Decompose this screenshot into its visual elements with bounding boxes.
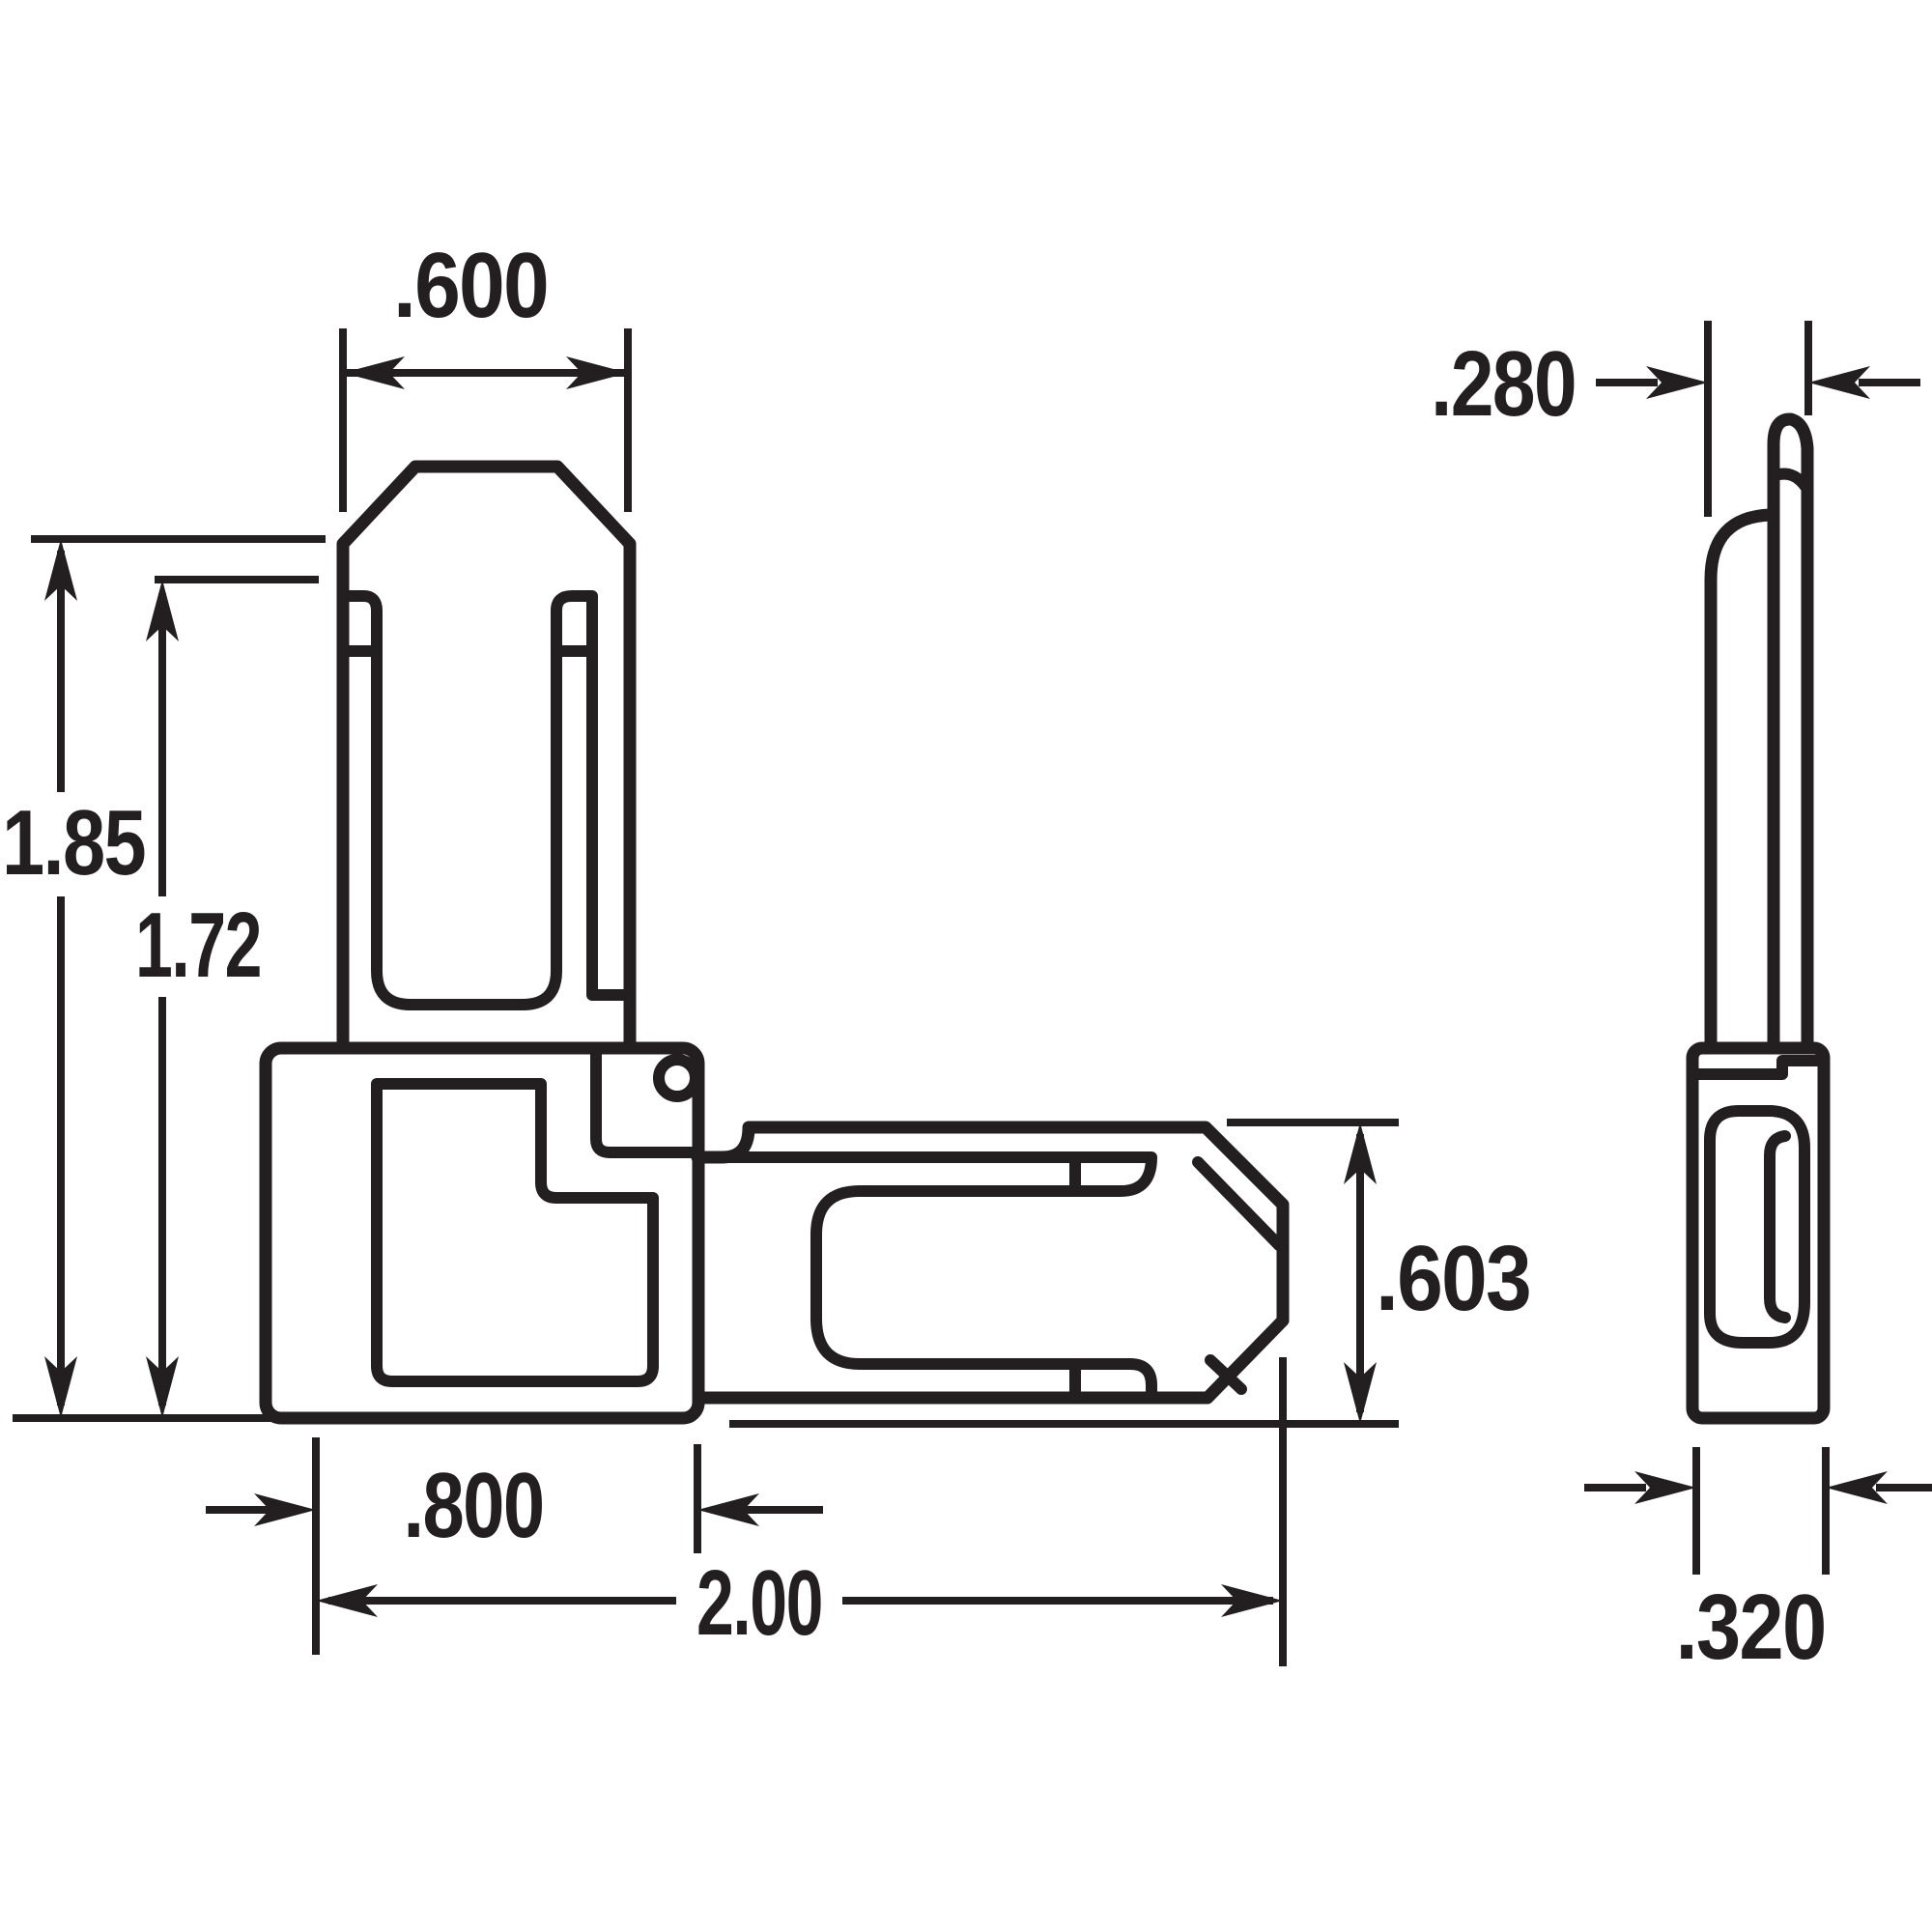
side-right-blade [1767,412,1814,1055]
dim-overall-width-label: 2.00 [696,1551,822,1655]
dim-base-thickness: .320 [1584,1447,1932,1679]
arrowhead-right-icon [254,1493,316,1526]
side-block-cartridge-inner-line [1764,1130,1791,1323]
corner-block-inner-window [371,1078,659,1387]
arrowhead-left-icon [697,1493,759,1526]
corner-block-hinge-boss [590,1042,703,1158]
front-view [259,460,1290,1425]
side-block-outline [1686,1041,1831,1425]
dim-top-width-label: .600 [393,234,548,337]
arrowhead-left-icon [1808,366,1870,399]
dim-overall-height-label: 1.85 [2,791,145,895]
horizontal-prong-bottom-tab [1069,1358,1157,1404]
dim-inner-height-label: 1.72 [135,894,261,997]
dim-base-width: .800 [206,1437,823,1655]
arrowhead-left-icon [343,356,405,389]
vertical-prong-slot [371,645,562,1010]
arrowhead-up-icon [44,539,77,601]
vertical-prong-channel-lines [586,645,636,1001]
horizontal-prong-tip-bottom-stub [1205,1354,1247,1395]
side-blade-tip-arc [1770,468,1812,494]
side-block-notch [1692,1055,1824,1080]
horizontal-prong-top-tab [1069,1151,1157,1197]
arrowhead-up-icon [1344,1122,1377,1184]
dim-base-width-label: .800 [404,1454,544,1557]
horizontal-prong-tip-top-stub [1192,1156,1285,1251]
arrowhead-right-icon [1221,1584,1283,1617]
dim-inner-height: 1.72 [135,576,319,1418]
corner-block-outline [259,1041,705,1425]
dim-top-width: .600 [339,234,632,512]
arrowhead-left-icon [1826,1471,1888,1504]
dim-arm-height-label: .603 [1376,1227,1530,1330]
vertical-prong-right-tab [551,590,598,657]
dim-arm-height: .603 [1227,1119,1532,1424]
arrowhead-up-icon [146,580,179,641]
arrowhead-down-icon [146,1356,179,1418]
arrowhead-down-icon [44,1356,77,1418]
horizontal-prong-slot [810,1185,1081,1370]
dim-blade-thickness: .280 [1431,321,1920,517]
dim-blade-thickness-extension-lines [1704,321,1812,517]
arrowhead-right-icon [1646,366,1708,399]
arrowhead-left-icon [316,1584,378,1617]
dim-top-width-extension-lines [339,328,632,512]
dim-base-thickness-extension-lines [1692,1447,1830,1575]
side-view [1686,412,1831,1425]
dim-base-thickness-label: .320 [1676,1576,1826,1679]
vertical-prong-outline [336,460,637,1055]
vertical-prong-left-tab [339,590,383,657]
dim-blade-thickness-label: .280 [1431,332,1576,436]
dim-overall-height: 1.85 [2,535,326,1418]
arrowhead-right-icon [1634,1471,1696,1504]
arrowhead-down-icon [1344,1362,1377,1424]
pivot-pin [653,1054,701,1102]
dim-overall-width: 2.00 [316,1357,1287,1666]
dim-base-width-extension-lines [312,1437,701,1655]
side-left-blade [1704,508,1777,1055]
arrowhead-right-icon [566,356,628,389]
horizontal-prong-outline [691,1121,1290,1405]
side-block-cartridge [1704,1105,1810,1349]
